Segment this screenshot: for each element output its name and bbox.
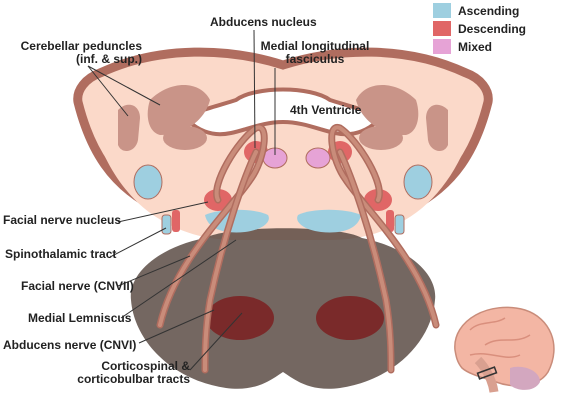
brain-thumbnail (454, 306, 555, 393)
label-facial-nerve-nucleus: Facial nerve nucleus (3, 213, 122, 227)
label-corticospinal-line2: corticobulbar tracts (77, 372, 190, 386)
left-red-strip (172, 210, 180, 232)
legend-label-descending: Descending (458, 22, 527, 36)
right-peduncle-inner (356, 85, 419, 135)
legend-label-ascending: Ascending (458, 4, 520, 18)
left-blue-nucleus (133, 164, 163, 200)
label-abducens-nerve: Abducens nerve (CNVI) (3, 338, 137, 352)
left-small-peduncle (163, 126, 207, 150)
leader-lines (87, 29, 276, 371)
leader-cerebellar-2 (87, 65, 129, 117)
right-small-peduncle (359, 126, 403, 150)
brain-cerebellum (510, 366, 540, 390)
label-cerebellar-line1: Cerebellar peduncles (20, 39, 142, 53)
leader-abducens (253, 29, 256, 149)
brain-gyri (469, 317, 531, 358)
label-cerebellar-peduncles: Cerebellar peduncles (inf. & sup.) (2, 40, 142, 66)
label-mlf: Medial longitudinal fasciculus (255, 40, 375, 66)
label-facial-nerve: Facial nerve (CNVII) (21, 279, 134, 293)
right-medial-lemniscus (297, 209, 361, 233)
left-spinothalamic (161, 214, 172, 235)
left-peduncle-outer (118, 104, 140, 152)
left-abducens-nerve-fiber-inner (203, 150, 258, 372)
legend-swatch-ascending (433, 3, 451, 18)
label-corticospinal-line1: Corticospinal & (101, 359, 190, 373)
leader-facial-nerve (117, 255, 191, 287)
leader-medial-lemniscus (120, 239, 237, 319)
right-blue-nucleus (403, 164, 433, 200)
nerve-fibers (156, 124, 440, 374)
leader-cerebellar (87, 65, 161, 106)
label-mlf-line2: fasciculus (285, 52, 345, 66)
legend-label-mixed: Mixed (458, 40, 493, 54)
label-medial-lemniscus: Medial Lemniscus (28, 311, 132, 325)
label-cerebellar-line2: (inf. & sup.) (76, 52, 142, 66)
leader-corticospinal (189, 312, 243, 371)
right-peduncle-outer (426, 104, 448, 152)
label-fourth-ventricle: 4th Ventricle (290, 103, 362, 117)
right-corticospinal (316, 296, 384, 340)
left-corticospinal (206, 296, 274, 340)
label-spinothalamic-tract: Spinothalamic tract (5, 247, 117, 261)
leader-abducens-nerve (138, 309, 215, 344)
right-facial-nerve-fiber-inner (329, 125, 438, 327)
brainstem-slice-marker (476, 366, 498, 380)
leader-spinothalamic (111, 227, 167, 257)
label-corticospinal: Corticospinal & corticobulbar tracts (40, 360, 190, 386)
label-abducens-nucleus: Abducens nucleus (210, 15, 317, 29)
right-spinothalamic (394, 214, 405, 235)
leader-facial-nucleus (117, 201, 209, 223)
right-mlf (305, 147, 331, 169)
brainstem (474, 356, 499, 393)
legend-swatch-mixed (433, 39, 451, 54)
legend-swatch-descending (433, 21, 451, 36)
left-facial-nerve-fiber-inner (158, 125, 267, 327)
right-red-strip (386, 210, 394, 232)
right-abducens-nerve-fiber-inner (338, 150, 393, 372)
label-mlf-line1: Medial longitudinal (260, 39, 370, 53)
left-peduncle-inner (147, 85, 210, 135)
